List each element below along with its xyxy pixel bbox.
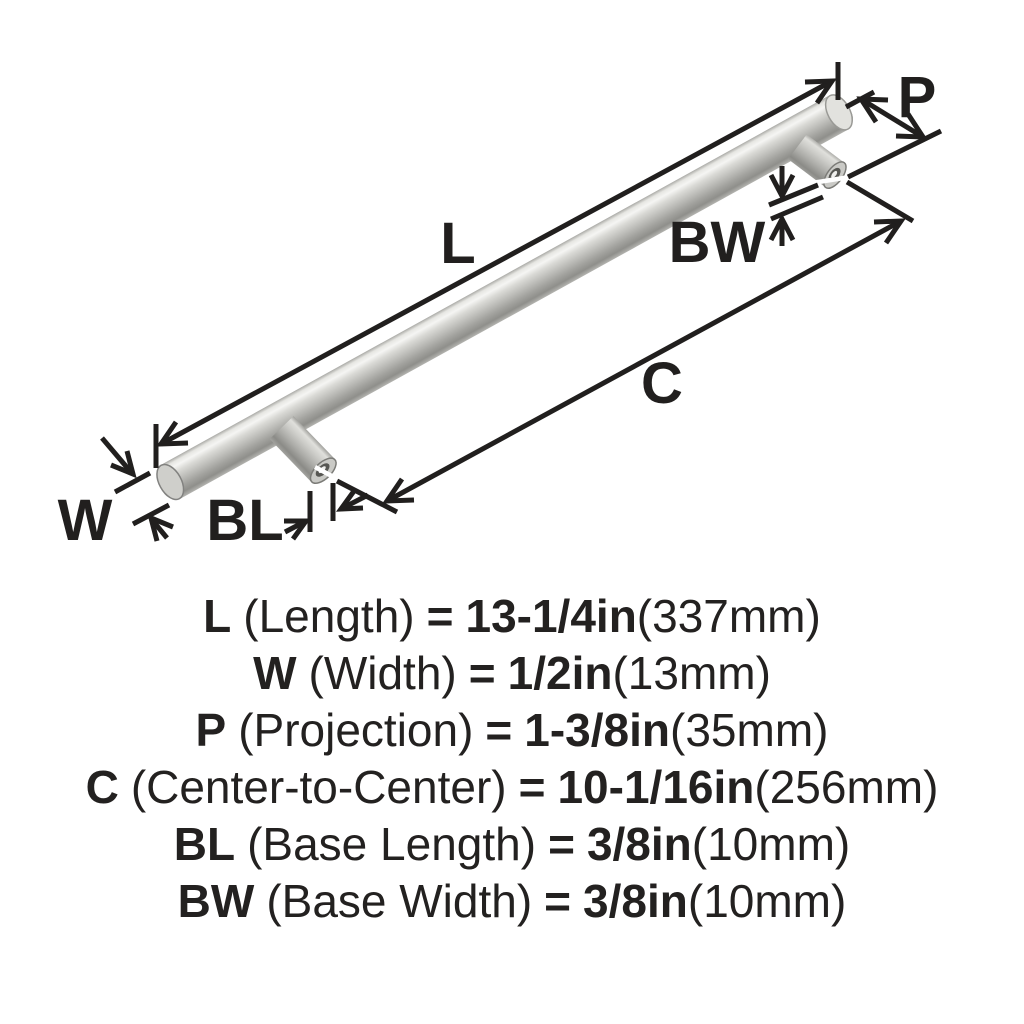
bar-left-end-cap — [156, 463, 185, 501]
legend-equals: = — [518, 761, 546, 813]
label-base-width: BW — [669, 210, 766, 275]
legend-row-center-to-center: C(Center-to-Center)=10-1/16in(256mm) — [0, 759, 1024, 816]
dim-base-length — [283, 483, 370, 541]
dim-width-line-upper — [113, 470, 152, 495]
bar-pull-diagram: L P BW C W BL — [58, 62, 943, 553]
legend-abbr: C — [85, 761, 119, 813]
label-projection: P — [898, 65, 937, 130]
dim-width — [100, 436, 174, 542]
legend-abbr: W — [253, 647, 297, 699]
legend-equals: = — [544, 875, 572, 927]
dim-center-ext-right — [845, 179, 915, 224]
legend-row-length: L(Length)=13-1/4in(337mm) — [0, 588, 1024, 645]
right-post-center-leader — [811, 174, 851, 186]
legend-name: (Length) — [243, 590, 415, 642]
handle-bar — [156, 94, 853, 501]
legend-value: 10-1/16in — [557, 761, 755, 813]
legend-name: (Center-to-Center) — [130, 761, 507, 813]
legend-row-width: W(Width)=1/2in(13mm) — [0, 645, 1024, 702]
dim-center-to-center — [335, 179, 915, 515]
label-width: W — [58, 488, 113, 553]
legend-metric: (337mm) — [636, 590, 821, 642]
legend-equals: = — [426, 590, 454, 642]
dim-base-width-line-upper — [768, 182, 819, 208]
legend-value: 1-3/8in — [524, 704, 671, 756]
legend-metric: (35mm) — [670, 704, 829, 756]
legend-value: 3/8in — [583, 875, 688, 927]
dim-projection — [844, 89, 943, 180]
legend-abbr: BW — [177, 875, 255, 927]
left-post-center-leader — [313, 465, 343, 483]
dim-length — [153, 62, 841, 468]
legend-equals: = — [468, 647, 496, 699]
legend-equals: = — [485, 704, 513, 756]
legend-metric: (13mm) — [612, 647, 771, 699]
legend-row-projection: P(Projection)=1-3/8in(35mm) — [0, 702, 1024, 759]
legend-value: 13-1/4in — [465, 590, 637, 642]
legend-row-base-width: BW(Base Width)=3/8in(10mm) — [0, 873, 1024, 930]
legend-equals: = — [548, 818, 575, 870]
legend-name: (Width) — [308, 647, 457, 699]
dim-base-width-line-lower — [770, 194, 824, 222]
dimension-legend: L(Length)=13-1/4in(337mm) W(Width)=1/2in… — [0, 588, 1024, 930]
legend-abbr: L — [203, 590, 232, 642]
label-center-to-center: C — [641, 351, 683, 416]
legend-name: (Base Length) — [247, 818, 537, 870]
legend-row-base-length: BL(Base Length)=3/8in(10mm) — [0, 816, 1024, 873]
dim-width-line-lower — [131, 502, 171, 527]
legend-abbr: P — [195, 704, 227, 756]
legend-metric: (10mm) — [691, 818, 851, 870]
legend-name: (Base Width) — [266, 875, 533, 927]
legend-value: 3/8in — [586, 818, 692, 870]
label-length: L — [440, 211, 475, 276]
legend-value: 1/2in — [507, 647, 613, 699]
legend-metric: (10mm) — [687, 875, 847, 927]
dim-base-width — [768, 166, 824, 246]
legend-name: (Projection) — [238, 704, 474, 756]
mounting-surface-line — [846, 128, 943, 180]
legend-metric: (256mm) — [754, 761, 939, 813]
label-base-length: BL — [206, 488, 283, 553]
legend-abbr: BL — [173, 818, 236, 870]
